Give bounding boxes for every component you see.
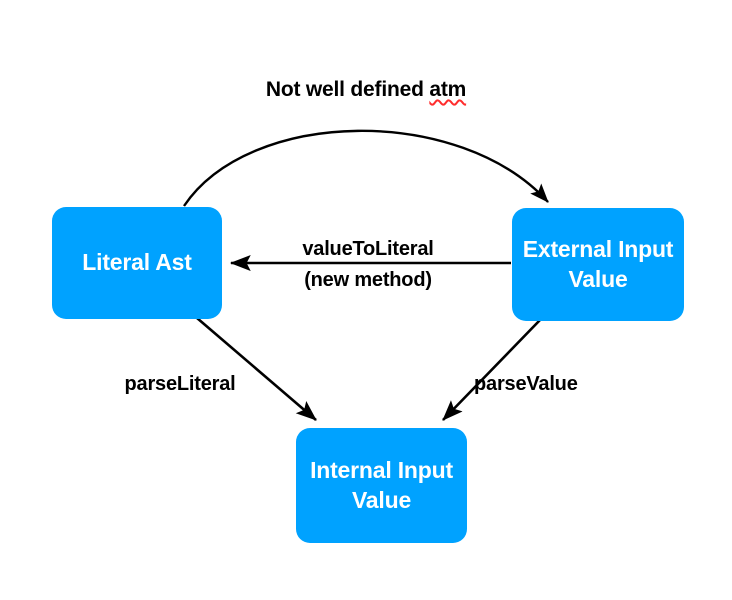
edge-parse-literal-path xyxy=(196,317,317,421)
node-literal-ast-label: Literal Ast xyxy=(82,249,192,276)
edge-label-parse-literal: parseLiteral xyxy=(124,373,236,395)
edge-label-not-well-defined: Not well defined atm xyxy=(0,76,732,104)
spellcheck-misspelled-word: atm xyxy=(429,78,467,101)
edge-parse-value-path xyxy=(442,319,541,421)
node-external-input-value-label: External Input Value xyxy=(522,236,674,292)
edge-label-not-well-defined-text: Not well defined xyxy=(265,78,424,101)
edge-label-parse-value: parseValue xyxy=(474,373,578,395)
edge-label-new-method: (new method) xyxy=(304,269,432,291)
node-external-input-value[interactable]: External Input Value xyxy=(512,208,684,321)
edge-label-value-to-literal: valueToLiteral xyxy=(302,238,434,260)
node-internal-input-value[interactable]: Internal Input Value xyxy=(296,428,467,543)
edge-curved-top-path xyxy=(183,129,549,207)
node-literal-ast[interactable]: Literal Ast xyxy=(52,207,222,319)
node-internal-input-value-label: Internal Input Value xyxy=(310,457,453,513)
